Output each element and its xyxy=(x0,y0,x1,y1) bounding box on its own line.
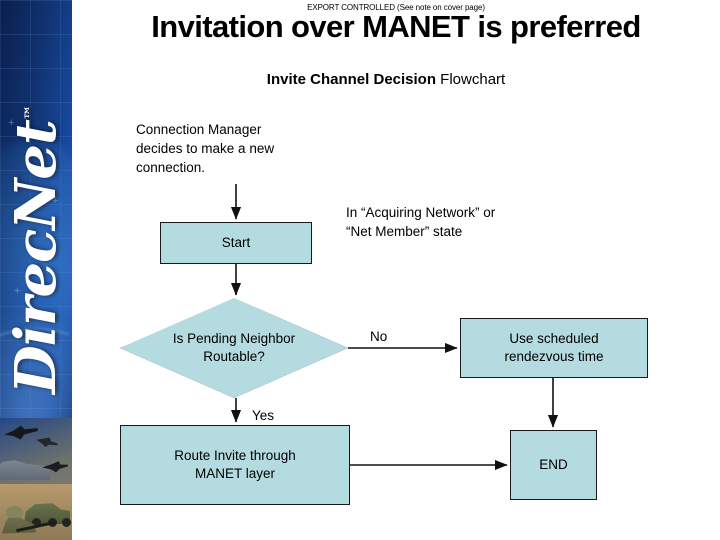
sidebar-glow-upper xyxy=(0,140,72,440)
sidebar-plus-marker: + xyxy=(8,117,15,129)
warship-icon xyxy=(0,460,50,480)
flow-node-start[interactable]: Start xyxy=(160,222,312,264)
flow-node-route-invite-through-manet-layer[interactable]: Route Invite through MANET layer xyxy=(120,425,350,505)
export-control-notice: EXPORT CONTROLLED (See note on cover pag… xyxy=(307,3,485,12)
sidebar-plus-marker: + xyxy=(14,285,21,297)
vehicle-wheel xyxy=(62,518,71,527)
sidebar-plus-marker: + xyxy=(52,195,59,207)
sidebar-plus-marker: + xyxy=(44,351,51,363)
flow-node-use-scheduled-rendezvous-time[interactable]: Use scheduled rendezvous time xyxy=(460,318,648,378)
edge-label-no: No xyxy=(370,329,388,344)
edge-label-yes: Yes xyxy=(252,408,275,423)
flow-node-decision-pending-neighbor-routable[interactable]: Is Pending Neighbor Routable? xyxy=(120,298,348,398)
subtitle-bold-part: Invite Channel Decision xyxy=(266,71,437,88)
subtitle-regular-part: Flowchart xyxy=(436,71,506,88)
flow-node-end[interactable]: END xyxy=(510,430,597,500)
soldier-helmet xyxy=(6,506,23,518)
decision-label: Is Pending Neighbor Routable? xyxy=(172,331,296,364)
annotation-connection-manager: Connection Manager decides to make a new… xyxy=(136,122,275,176)
page-title: Invitation over MANET is preferred xyxy=(151,9,641,44)
annotation-network-state: In “Acquiring Network” or “Net Member” s… xyxy=(346,205,496,240)
vehicle-wheel xyxy=(32,518,41,527)
brand-sidebar: + + + + DirecNet™ xyxy=(0,0,72,540)
military-collage-image xyxy=(0,418,72,540)
flowchart-subtitle: Invite Channel Decision Flowchart xyxy=(76,71,696,88)
